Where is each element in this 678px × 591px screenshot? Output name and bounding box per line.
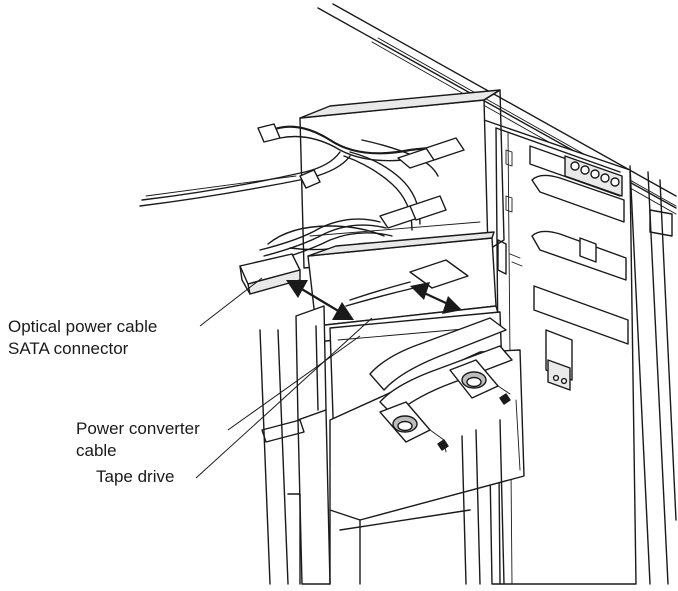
arrow-icon-right-connector	[410, 282, 462, 314]
drive-bay-cage	[329, 317, 525, 585]
leader-line-power-converter-cable	[227, 335, 361, 431]
callout-label-power-converter-cable: Power converter cable	[76, 418, 200, 462]
callout-line: cable	[76, 441, 117, 460]
callout-line: SATA connector	[8, 339, 129, 358]
leader-line-tape-drive	[195, 317, 373, 479]
arrow-icon-left-connector	[286, 280, 354, 320]
callout-label-optical-power-cable: Optical power cable SATA connector	[8, 316, 157, 360]
callout-label-tape-drive: Tape drive	[96, 466, 174, 488]
power-cable-bundle	[139, 123, 465, 263]
callout-leader-lines	[195, 277, 373, 479]
leader-line-optical-power-cable	[199, 277, 263, 327]
chassis-lower-frame	[259, 329, 471, 585]
callout-line: Power converter	[76, 419, 200, 438]
callout-line: Tape drive	[96, 467, 175, 486]
callout-line: Optical power cable	[8, 317, 158, 336]
